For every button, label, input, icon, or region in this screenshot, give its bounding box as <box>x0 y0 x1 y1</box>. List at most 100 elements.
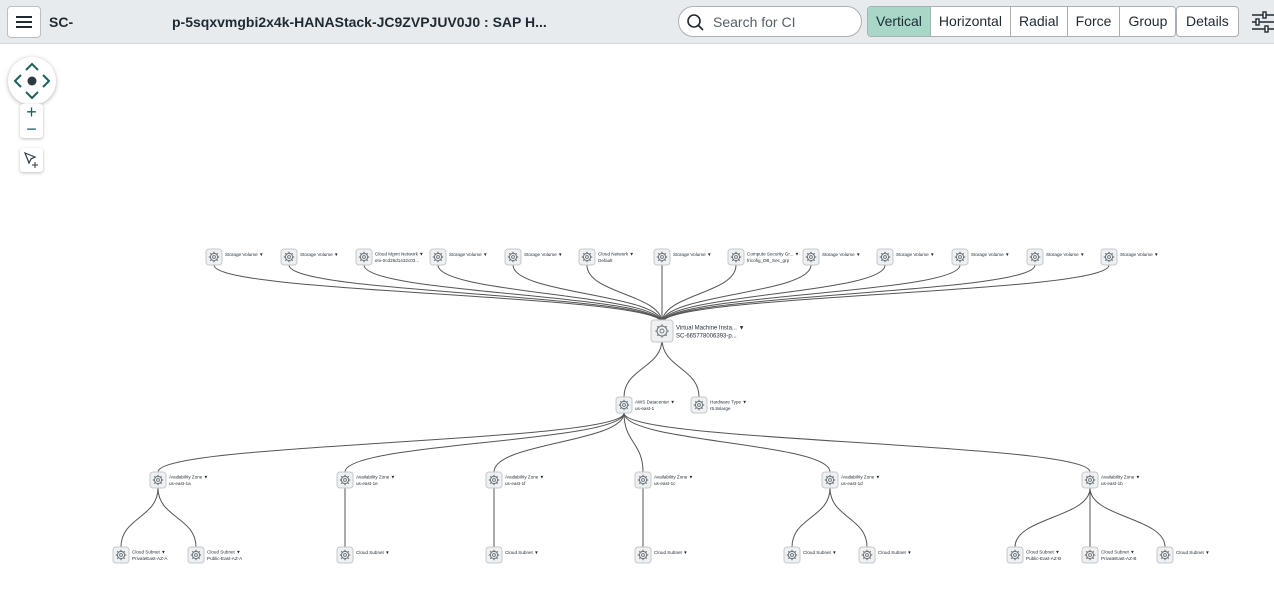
sliders-icon[interactable] <box>1250 9 1274 35</box>
search-input[interactable] <box>713 13 853 30</box>
ci-node-sv6[interactable]: Storage Volume ▼ <box>802 248 861 266</box>
expand-caret-icon[interactable]: ▼ <box>534 550 539 555</box>
expand-caret-icon[interactable]: ▼ <box>1154 252 1159 257</box>
expand-caret-icon[interactable]: ▼ <box>1130 550 1135 555</box>
selection-tool-button[interactable] <box>20 148 43 172</box>
expand-caret-icon[interactable]: ▼ <box>707 252 712 257</box>
expand-caret-icon[interactable]: ▼ <box>907 550 912 555</box>
node-box <box>205 248 223 266</box>
node-name-label: fricofig_DB_Sec_grp <box>747 258 790 263</box>
expand-caret-icon[interactable]: ▼ <box>670 400 675 405</box>
ci-node-sv7[interactable]: Storage Volume ▼ <box>876 248 935 266</box>
menu-button[interactable] <box>7 6 41 38</box>
node-box <box>1081 546 1099 564</box>
node-type-label: Storage Volume ▼ <box>822 252 861 257</box>
gear-icon <box>1084 474 1096 486</box>
relation-edge <box>157 412 625 473</box>
expand-caret-icon[interactable]: ▼ <box>739 326 745 332</box>
expand-caret-icon[interactable]: ▼ <box>558 252 563 257</box>
relation-edge <box>586 264 663 324</box>
expand-caret-icon[interactable]: ▼ <box>832 550 837 555</box>
ci-node-cs4[interactable]: Cloud Subnet ▼ <box>485 546 539 564</box>
relation-edge <box>829 487 868 548</box>
expand-caret-icon[interactable]: ▼ <box>236 550 241 555</box>
expand-caret-icon[interactable]: ▼ <box>856 252 861 257</box>
ci-node-cs1[interactable]: Cloud Subnet ▼PrivateEast-AZ-A <box>112 546 168 564</box>
node-type-label: Virtual Machine Insta... ▼ <box>676 326 745 332</box>
expand-caret-icon[interactable]: ▼ <box>683 550 688 555</box>
expand-caret-icon[interactable]: ▼ <box>483 252 488 257</box>
ci-node-az6[interactable]: Availability Zone ▼us-east-1b <box>1081 471 1141 489</box>
node-box <box>149 471 167 489</box>
pan-control[interactable] <box>8 57 56 105</box>
ci-node-az5[interactable]: Availability Zone ▼us-east-1d <box>821 471 881 489</box>
search-box <box>678 6 862 37</box>
view-vertical-button[interactable]: Vertical <box>868 7 931 36</box>
expand-caret-icon[interactable]: ▼ <box>876 475 881 480</box>
zoom-in-icon[interactable]: + <box>26 102 37 122</box>
expand-caret-icon[interactable]: ▼ <box>259 252 264 257</box>
view-horizontal-button[interactable]: Horizontal <box>930 7 1011 36</box>
zoom-out-icon[interactable]: − <box>26 119 37 139</box>
ci-node-sv9[interactable]: Storage Volume ▼ <box>1026 248 1085 266</box>
expand-caret-icon[interactable]: ▼ <box>689 475 694 480</box>
expand-caret-icon[interactable]: ▼ <box>1055 550 1060 555</box>
ci-node-az2[interactable]: Availability Zone ▼us-east-1e <box>336 471 396 489</box>
ci-node-cs8[interactable]: Cloud Subnet ▼Public-East-AZ-B <box>1006 546 1061 564</box>
expand-caret-icon[interactable]: ▼ <box>334 252 339 257</box>
ci-node-az1[interactable]: Availability Zone ▼us-east-1a <box>149 471 209 489</box>
node-type-label: Storage Volume ▼ <box>300 252 339 257</box>
ci-node-cs3[interactable]: Cloud Subnet ▼ <box>336 546 390 564</box>
view-radial-button[interactable]: Radial <box>1010 7 1068 36</box>
expand-caret-icon[interactable]: ▼ <box>795 252 800 257</box>
expand-caret-icon[interactable]: ▼ <box>1080 252 1085 257</box>
ci-node-cs2[interactable]: Cloud Subnet ▼Public-East-AZ-A <box>187 546 243 564</box>
expand-caret-icon[interactable]: ▼ <box>385 550 390 555</box>
node-type-label: Cloud Subnet ▼ <box>207 550 241 555</box>
expand-caret-icon[interactable]: ▼ <box>1005 252 1010 257</box>
relation-edge <box>661 264 812 324</box>
expand-caret-icon[interactable]: ▼ <box>204 475 209 480</box>
hamburger-icon <box>16 16 32 28</box>
ci-node-sv10[interactable]: Storage Volume ▼ <box>1100 248 1159 266</box>
ci-node-cs6[interactable]: Cloud Subnet ▼ <box>783 546 837 564</box>
gear-icon <box>581 251 593 263</box>
view-force-button[interactable]: Force <box>1067 7 1121 36</box>
relation-edge <box>363 264 663 324</box>
expand-caret-icon[interactable]: ▼ <box>1205 550 1210 555</box>
expand-caret-icon[interactable]: ▼ <box>629 252 634 257</box>
ci-node-cn[interactable]: Cloud Network ▼Default <box>578 248 634 266</box>
ci-node-sv3[interactable]: Storage Volume ▼ <box>429 248 488 266</box>
gear-icon <box>824 474 836 486</box>
expand-caret-icon[interactable]: ▼ <box>391 475 396 480</box>
ci-node-az3[interactable]: Availability Zone ▼us-east-1f <box>485 471 545 489</box>
view-group-button[interactable]: Group <box>1120 7 1176 36</box>
ci-node-sv2[interactable]: Storage Volume ▼ <box>280 248 339 266</box>
expand-caret-icon[interactable]: ▼ <box>419 252 424 257</box>
details-button[interactable]: Details <box>1176 6 1239 37</box>
ci-node-cs7[interactable]: Cloud Subnet ▼ <box>858 546 912 564</box>
node-name-label: us-east-1d <box>841 481 863 486</box>
relation-edge <box>1014 487 1091 548</box>
expand-caret-icon[interactable]: ▼ <box>742 400 747 405</box>
ci-node-az4[interactable]: Availability Zone ▼us-east-1c <box>634 471 694 489</box>
node-box <box>504 248 522 266</box>
ci-node-csg[interactable]: Compute Security Gr... ▼fricofig_DB_Sec_… <box>727 248 800 266</box>
ci-node-cmn[interactable]: Cloud Mgmt Network ▼eni-0cd26d1432c03... <box>355 248 424 266</box>
ci-node-cs9[interactable]: Cloud Subnet ▼PrivateEast-AZ-B <box>1081 546 1136 564</box>
node-box <box>1006 546 1024 564</box>
expand-caret-icon[interactable]: ▼ <box>540 475 545 480</box>
ci-node-sv5[interactable]: Storage Volume ▼ <box>653 248 712 266</box>
expand-caret-icon[interactable]: ▼ <box>930 252 935 257</box>
ci-node-dc[interactable]: AWS Datacenter ▼us-east-1 <box>615 396 675 414</box>
ci-node-cs10[interactable]: Cloud Subnet ▼ <box>1156 546 1210 564</box>
ci-node-sv1[interactable]: Storage Volume ▼ <box>205 248 264 266</box>
ci-node-hw[interactable]: Hardware Type ▼r5.8xlarge <box>690 396 747 414</box>
ci-node-vm[interactable]: Virtual Machine Insta... ▼SC-66577800639… <box>650 319 745 343</box>
node-layer: Storage Volume ▼ Storage Volume ▼ Cloud Mg… <box>112 248 1210 564</box>
ci-node-cs5[interactable]: Cloud Subnet ▼ <box>634 546 688 564</box>
ci-node-sv8[interactable]: Storage Volume ▼ <box>951 248 1010 266</box>
expand-caret-icon[interactable]: ▼ <box>161 550 166 555</box>
ci-node-sv4[interactable]: Storage Volume ▼ <box>504 248 563 266</box>
expand-caret-icon[interactable]: ▼ <box>1136 475 1141 480</box>
